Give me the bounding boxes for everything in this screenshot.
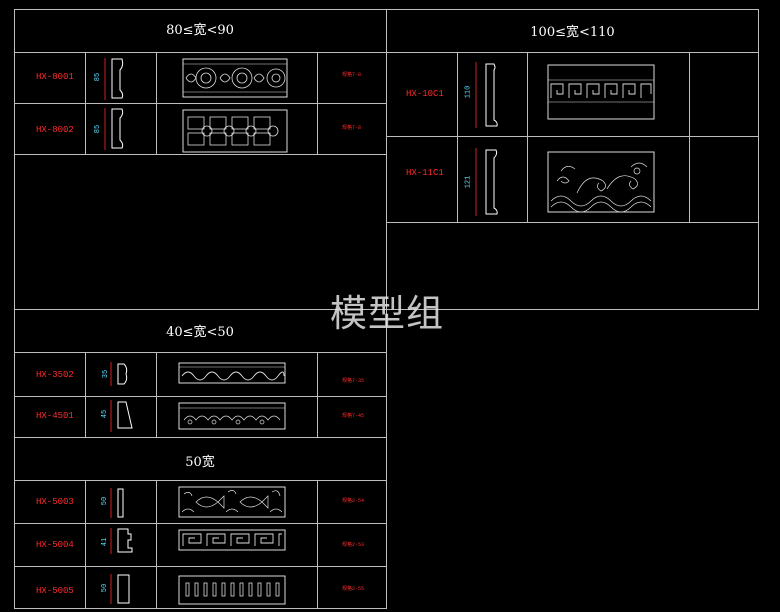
s40-header-line	[14, 352, 387, 353]
s50-row-line2	[14, 566, 387, 567]
s80-col1	[85, 52, 86, 154]
s50-row-line1	[14, 523, 387, 524]
profile-section-drawing	[104, 58, 124, 100]
table-row-code: HX-8002	[36, 125, 74, 135]
table-row-tag: 规格7-35	[342, 378, 365, 384]
ornament-lattice-band	[182, 109, 288, 153]
s100-row-line	[386, 136, 759, 137]
s100-col1	[457, 52, 458, 222]
ornament-rosette-band	[182, 58, 288, 98]
table-row-code: HX-3502	[36, 370, 74, 380]
ornament-fret-band	[547, 64, 655, 120]
profile-section-drawing	[110, 488, 124, 518]
section-title-80: 80≤宽<90	[166, 23, 234, 38]
table-row-tag: 规格2-53	[342, 542, 365, 548]
table-row-tag: 规格7-45	[342, 413, 365, 419]
s80-col3	[317, 52, 318, 154]
section-title-50: 50宽	[185, 455, 215, 470]
s80-row-line	[14, 103, 387, 104]
s40-col3	[317, 352, 318, 437]
profile-section-drawing	[110, 400, 133, 432]
profile-section-drawing	[110, 362, 128, 386]
profile-section-drawing	[475, 148, 498, 216]
s100-col3	[689, 52, 690, 222]
frame-upper-bottom	[14, 309, 759, 310]
ornament-key-fret-band	[178, 529, 286, 551]
ornament-floral-band	[178, 402, 286, 430]
profile-section-drawing	[104, 108, 124, 150]
profile-section-drawing	[110, 528, 133, 554]
s80-header-line	[14, 52, 387, 53]
table-row-code: HX-5005	[36, 586, 74, 596]
s40-bottom-line	[14, 437, 387, 438]
s100-col2	[527, 52, 528, 222]
table-row-code: HX-4501	[36, 411, 74, 421]
s50-col2	[156, 480, 157, 608]
s100-header-line	[386, 52, 759, 53]
ornament-scroll-band	[178, 362, 286, 384]
s80-col2	[156, 52, 157, 154]
profile-section-drawing	[475, 62, 498, 128]
s50-col3	[317, 480, 318, 608]
frame-bottom	[14, 608, 387, 609]
s50-col1	[85, 480, 86, 608]
ornament-wave-panel	[547, 151, 655, 213]
s40-col2	[156, 352, 157, 437]
table-row-code: HX-5003	[36, 497, 74, 507]
ornament-fish-panel	[178, 486, 286, 518]
s40-col1	[85, 352, 86, 437]
table-row-tag: 规格2-54	[342, 498, 365, 504]
watermark-text: 模型组	[330, 292, 444, 335]
table-row-tag: 规格2-55	[342, 586, 365, 592]
section-title-100: 100≤宽<110	[530, 25, 615, 40]
table-row-code: HX-11C1	[406, 168, 444, 178]
table-row-code: HX-10C1	[406, 89, 444, 99]
s50-header-line	[14, 480, 387, 481]
table-row-code: HX-5004	[36, 540, 74, 550]
s80-bottom-line	[14, 154, 387, 155]
table-row-tag: 规格7-8	[342, 125, 362, 131]
s100-bottom-line	[386, 222, 759, 223]
table-row-code: HX-8001	[36, 72, 74, 82]
ornament-slot-band	[178, 575, 286, 605]
s40-row-line	[14, 396, 387, 397]
frame-right	[758, 9, 759, 309]
table-row-tag: 规格7-8	[342, 72, 362, 78]
section-title-40: 40≤宽<50	[166, 325, 234, 340]
profile-section-drawing	[110, 574, 130, 604]
